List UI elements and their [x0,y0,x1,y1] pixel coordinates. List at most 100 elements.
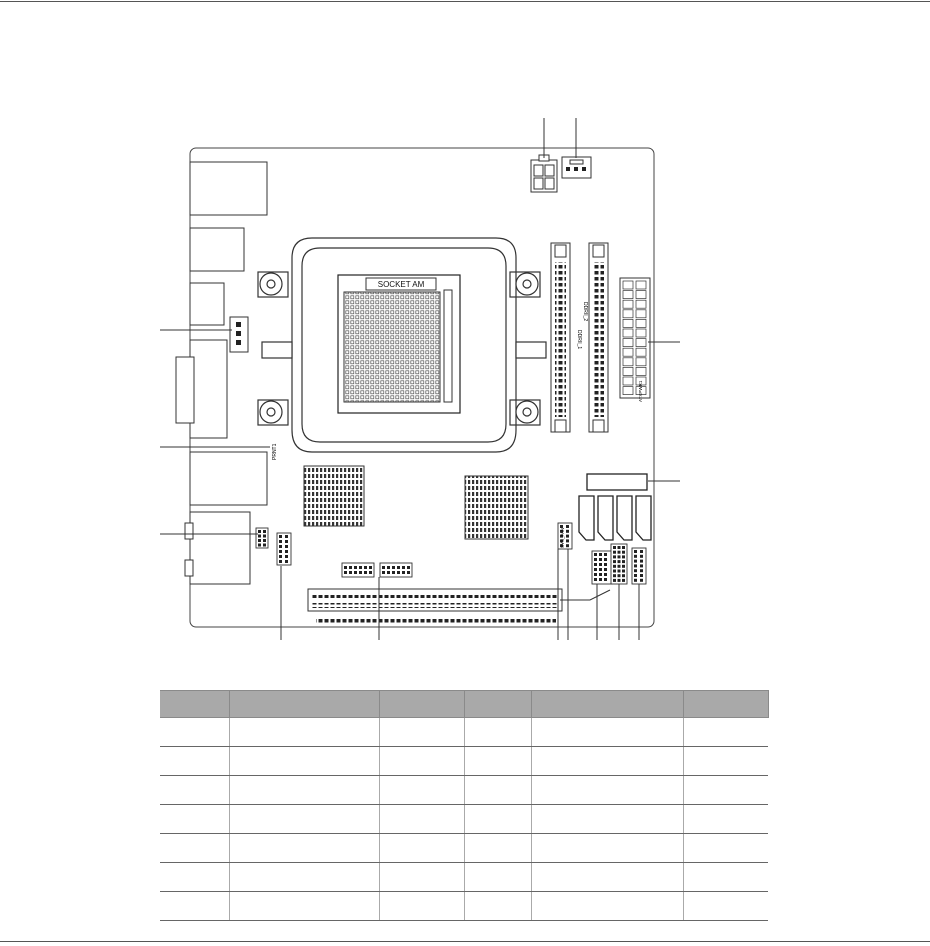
header-pin [622,550,625,554]
table-cell [682,862,768,892]
header-pin [392,566,395,569]
header-pin [599,578,602,581]
header-pin [407,571,410,574]
header-pin [634,574,637,577]
table-cell [682,717,768,747]
table-cell [463,833,531,863]
header-pin [617,574,621,578]
header-pin [640,554,643,558]
header-pin [359,571,362,574]
atx-pin [635,280,647,290]
header-pin [566,529,569,533]
header-pin [622,546,625,549]
table-row [160,891,768,921]
table-cell [378,804,464,834]
header-pin [599,573,602,576]
cpu-fan-connector [229,316,249,353]
sysfan-label: SYS_FAN [560,528,565,548]
header-pin [613,574,616,578]
header-pin [258,530,261,533]
header-pin [285,560,288,563]
header-pin [640,574,643,577]
header-pin [599,553,602,556]
header-pin [617,550,621,554]
atx-pin [622,319,634,328]
io-port-vga-body [189,339,228,439]
atx-pin [635,309,647,319]
header-pin [560,534,563,538]
header-pin [279,550,282,553]
header-pin [258,539,261,542]
table-cell [463,891,531,921]
header-pin [263,543,266,547]
atx-pin [622,290,634,299]
dimm-label-1: DDRII_1 [576,330,582,349]
spec-header-cell [530,690,684,718]
table-cell [530,717,683,747]
header-pin [359,566,362,569]
atx-power-connector: ATXPWR1 [619,277,651,402]
table-cell [682,891,768,921]
header-pin [599,563,602,566]
spec-header-cell [463,690,532,718]
table-cell [228,717,379,747]
table-cell [378,891,464,921]
table-row [160,717,768,747]
atx-label: ATXPWR1 [638,380,643,402]
header-pin [560,544,563,548]
atx-pin [635,299,647,309]
header-pin [613,578,616,582]
atx-pin [635,338,647,347]
header-pin [613,555,616,559]
atx-pin [635,328,647,338]
atx-pin [622,376,634,386]
header-pin [402,566,405,569]
table-cell [160,717,229,747]
header-pin [604,558,607,561]
table-cell [228,891,379,921]
header-pin [634,559,637,563]
header-pin [613,564,616,568]
header-pin [613,560,616,564]
table-cell [463,862,531,892]
io-port-audio-tab1 [184,522,194,540]
atx-pin [635,357,647,367]
atx-pin [635,376,647,386]
header-pin [604,578,607,581]
header-pin [617,555,621,559]
header-pin [604,563,607,566]
table-row [160,804,768,834]
table-row [160,775,768,805]
sata-connectors [578,473,652,541]
dimm-slot-1: DDRII_1 [550,242,582,433]
atx-pin [635,319,647,328]
header-pin [344,571,347,574]
header-pin [617,560,621,564]
table-cell [378,717,464,747]
pcie-slot [307,588,563,623]
header-pin [634,554,637,558]
table-cell [530,862,683,892]
header-pin [560,539,563,543]
table-row [160,862,768,892]
atx-pin [635,367,647,376]
callout-lines [160,118,680,640]
table-cell [463,775,531,805]
io-port-ps2 [189,161,268,216]
spec-header-cell [160,690,230,718]
header-pin [594,573,597,576]
header-pin [594,553,597,556]
header-pin [407,566,410,569]
table-cell [228,746,379,776]
header-pin [640,569,643,573]
header-pin [560,525,563,528]
header-pin [258,543,261,547]
table-cell [463,717,531,747]
table-cell [530,833,683,863]
header-pin [344,566,347,569]
lpt-label: PRNT1 [272,443,278,460]
table-row [160,746,768,776]
header-pin [349,571,352,574]
header-pin [604,568,607,571]
table-cell [228,775,379,805]
